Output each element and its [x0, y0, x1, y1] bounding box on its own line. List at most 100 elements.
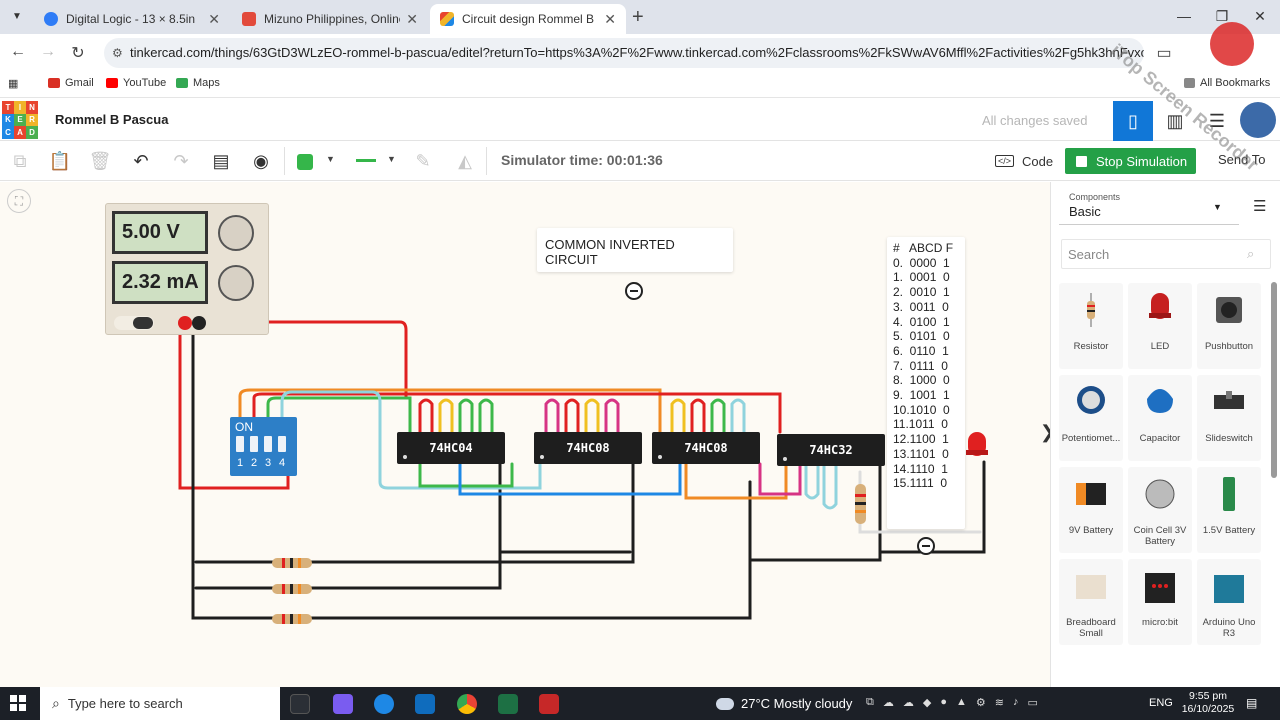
chrome-icon[interactable] — [457, 694, 477, 714]
back-icon[interactable]: ← — [10, 43, 26, 60]
stop-simulation-button[interactable]: Stop Simulation — [1065, 148, 1196, 174]
tab-mizuno[interactable]: Mizuno Philippines, Online Shop ✕ — [232, 4, 428, 34]
chip-74hc08[interactable]: 74HC08 — [534, 432, 642, 464]
chevron-down-icon[interactable]: ▼ — [1213, 202, 1222, 212]
component-potentiometer[interactable]: Potentiomet... — [1059, 375, 1123, 461]
tray-icon[interactable]: ☁ — [902, 697, 914, 709]
chevron-down-icon[interactable]: ▼ — [326, 154, 335, 164]
rotate-icon[interactable]: ✎ — [415, 150, 431, 171]
component-1-5v-battery[interactable]: 1.5V Battery — [1197, 467, 1261, 553]
wire-orange[interactable] — [238, 388, 662, 434]
notes-toggle-icon[interactable]: ◉ — [253, 150, 269, 171]
component-slideswitch[interactable]: Slideswitch — [1197, 375, 1261, 461]
site-info-icon[interactable]: ⚙ — [112, 46, 123, 60]
schematic-view-icon[interactable]: ▥ — [1166, 110, 1184, 131]
notification-icon[interactable]: ▤ — [1246, 696, 1258, 710]
redo-icon[interactable]: ↷ — [173, 150, 189, 171]
close-icon[interactable]: ✕ — [604, 10, 616, 27]
panel-scrollbar[interactable] — [1271, 282, 1277, 478]
wire-red[interactable] — [178, 320, 408, 400]
circuit-canvas[interactable]: ⛶ — [0, 182, 1050, 687]
dip-toggle[interactable] — [264, 436, 272, 452]
component-coin-cell[interactable]: Coin Cell 3V Battery — [1128, 467, 1192, 553]
url-field[interactable]: tinkercad.com/things/63GtD3WLzEO-rommel-… — [104, 38, 1144, 68]
component-resistor[interactable]: Resistor — [1059, 283, 1123, 369]
component-arduino-uno[interactable]: Arduino Uno R3 — [1197, 559, 1261, 645]
send-to-button[interactable]: Send To — [1218, 152, 1266, 167]
component-9v-battery[interactable]: 9V Battery — [1059, 467, 1123, 553]
new-tab-icon[interactable]: + — [632, 6, 644, 28]
bookmark-youtube[interactable]: YouTube — [106, 77, 166, 89]
forward-icon[interactable]: → — [40, 43, 56, 60]
close-icon[interactable]: ✕ — [208, 10, 220, 27]
language-indicator[interactable]: ENG — [1149, 697, 1173, 709]
tray-icon[interactable]: ☁ — [882, 697, 894, 709]
avatar[interactable] — [1240, 102, 1276, 138]
component-breadboard[interactable]: Breadboard Small — [1059, 559, 1123, 645]
components-select[interactable]: Basic — [1069, 204, 1101, 219]
close-icon[interactable]: ✕ — [406, 10, 418, 27]
wire-color-swatch[interactable] — [297, 154, 313, 170]
wire-black[interactable] — [878, 460, 986, 554]
weather-widget[interactable]: 27°C Mostly cloudy — [716, 696, 852, 711]
tray-icon[interactable]: ⚙ — [975, 697, 986, 709]
tray-icon[interactable]: ▲ — [955, 696, 967, 708]
fit-view-icon[interactable]: ⛶ — [7, 189, 31, 213]
power-switch[interactable] — [114, 316, 154, 330]
collapse-panel-icon[interactable]: ❯ — [1040, 422, 1050, 443]
copilot-icon[interactable] — [333, 694, 353, 714]
note-truth-table[interactable]: # ABCD F 0. 0000 1 1. 0001 0 2. 0010 1 3… — [887, 237, 965, 529]
bookmark-maps[interactable]: Maps — [176, 77, 220, 89]
note-collapse-icon[interactable] — [917, 537, 935, 555]
task-view-icon[interactable] — [290, 694, 310, 714]
cast-icon[interactable]: ▭ — [1156, 45, 1172, 62]
tray-icon[interactable]: ● — [940, 696, 947, 708]
tray-icon[interactable]: ◆ — [922, 697, 932, 709]
dip-toggle[interactable] — [278, 436, 286, 452]
tray-icon[interactable]: ⧉ — [866, 696, 874, 708]
flip-icon[interactable]: ◭ — [458, 150, 472, 171]
maximize-icon[interactable]: ❐ — [1215, 8, 1229, 24]
notes-icon[interactable]: ▤ — [212, 150, 230, 171]
tab-circuit-design[interactable]: Circuit design Rommel B Pascua ✕ — [430, 4, 626, 34]
note-collapse-icon[interactable] — [625, 282, 643, 300]
led[interactable] — [966, 432, 988, 462]
component-list-icon[interactable]: ☰ — [1208, 110, 1226, 131]
bookmark-gmail[interactable]: Gmail — [48, 77, 94, 89]
code-button[interactable]: </>Code — [995, 148, 1053, 174]
component-pushbutton[interactable]: Pushbutton — [1197, 283, 1261, 369]
tinkercad-logo[interactable]: T I N K E R C A D — [2, 101, 38, 139]
chip-74hc04[interactable]: 74HC04 — [397, 432, 505, 464]
project-name[interactable]: Rommel B Pascua — [55, 112, 169, 127]
wire-red[interactable] — [252, 392, 782, 434]
paste-icon[interactable]: 📋 — [48, 150, 72, 171]
search-icon[interactable]: ⌕ — [1247, 246, 1255, 261]
apps-icon[interactable]: ▦ — [8, 78, 19, 90]
wire-red[interactable] — [178, 320, 290, 490]
tab-search-icon[interactable]: ▼ — [12, 11, 22, 22]
wire-cyan[interactable] — [280, 390, 542, 490]
excel-icon[interactable] — [498, 694, 518, 714]
component-led[interactable]: LED — [1128, 283, 1192, 369]
dip-toggle[interactable] — [250, 436, 258, 452]
list-view-icon[interactable]: ☰ — [1253, 198, 1267, 215]
volume-icon[interactable]: ♪ — [1012, 696, 1019, 708]
system-tray[interactable]: ⧉ ☁ ☁ ◆ ● ▲ ⚙ ≋ ♪ ▭ — [866, 696, 1038, 709]
negative-terminal[interactable] — [192, 316, 206, 330]
current-knob[interactable] — [218, 265, 254, 301]
search-input[interactable] — [1061, 239, 1271, 269]
chip-74hc32[interactable]: 74HC32 — [777, 434, 885, 466]
component-microbit[interactable]: micro:bit — [1128, 559, 1192, 645]
wire-type-swatch[interactable] — [356, 159, 376, 162]
wire-green[interactable] — [266, 396, 412, 434]
wifi-icon[interactable]: ≋ — [994, 697, 1004, 709]
close-window-icon[interactable]: ✕ — [1254, 8, 1266, 24]
copy-icon[interactable]: ⧉ — [13, 150, 27, 171]
chevron-down-icon[interactable]: ▼ — [387, 154, 396, 164]
all-bookmarks[interactable]: All Bookmarks — [1184, 77, 1270, 89]
clock[interactable]: 9:55 pm 16/10/2025 — [1178, 690, 1238, 716]
power-supply[interactable]: 5.00 V 2.32 mA — [105, 203, 269, 335]
start-icon[interactable] — [10, 695, 26, 711]
note-circuit-title[interactable]: COMMON INVERTED CIRCUIT — [537, 228, 733, 272]
resistors[interactable] — [272, 484, 866, 624]
